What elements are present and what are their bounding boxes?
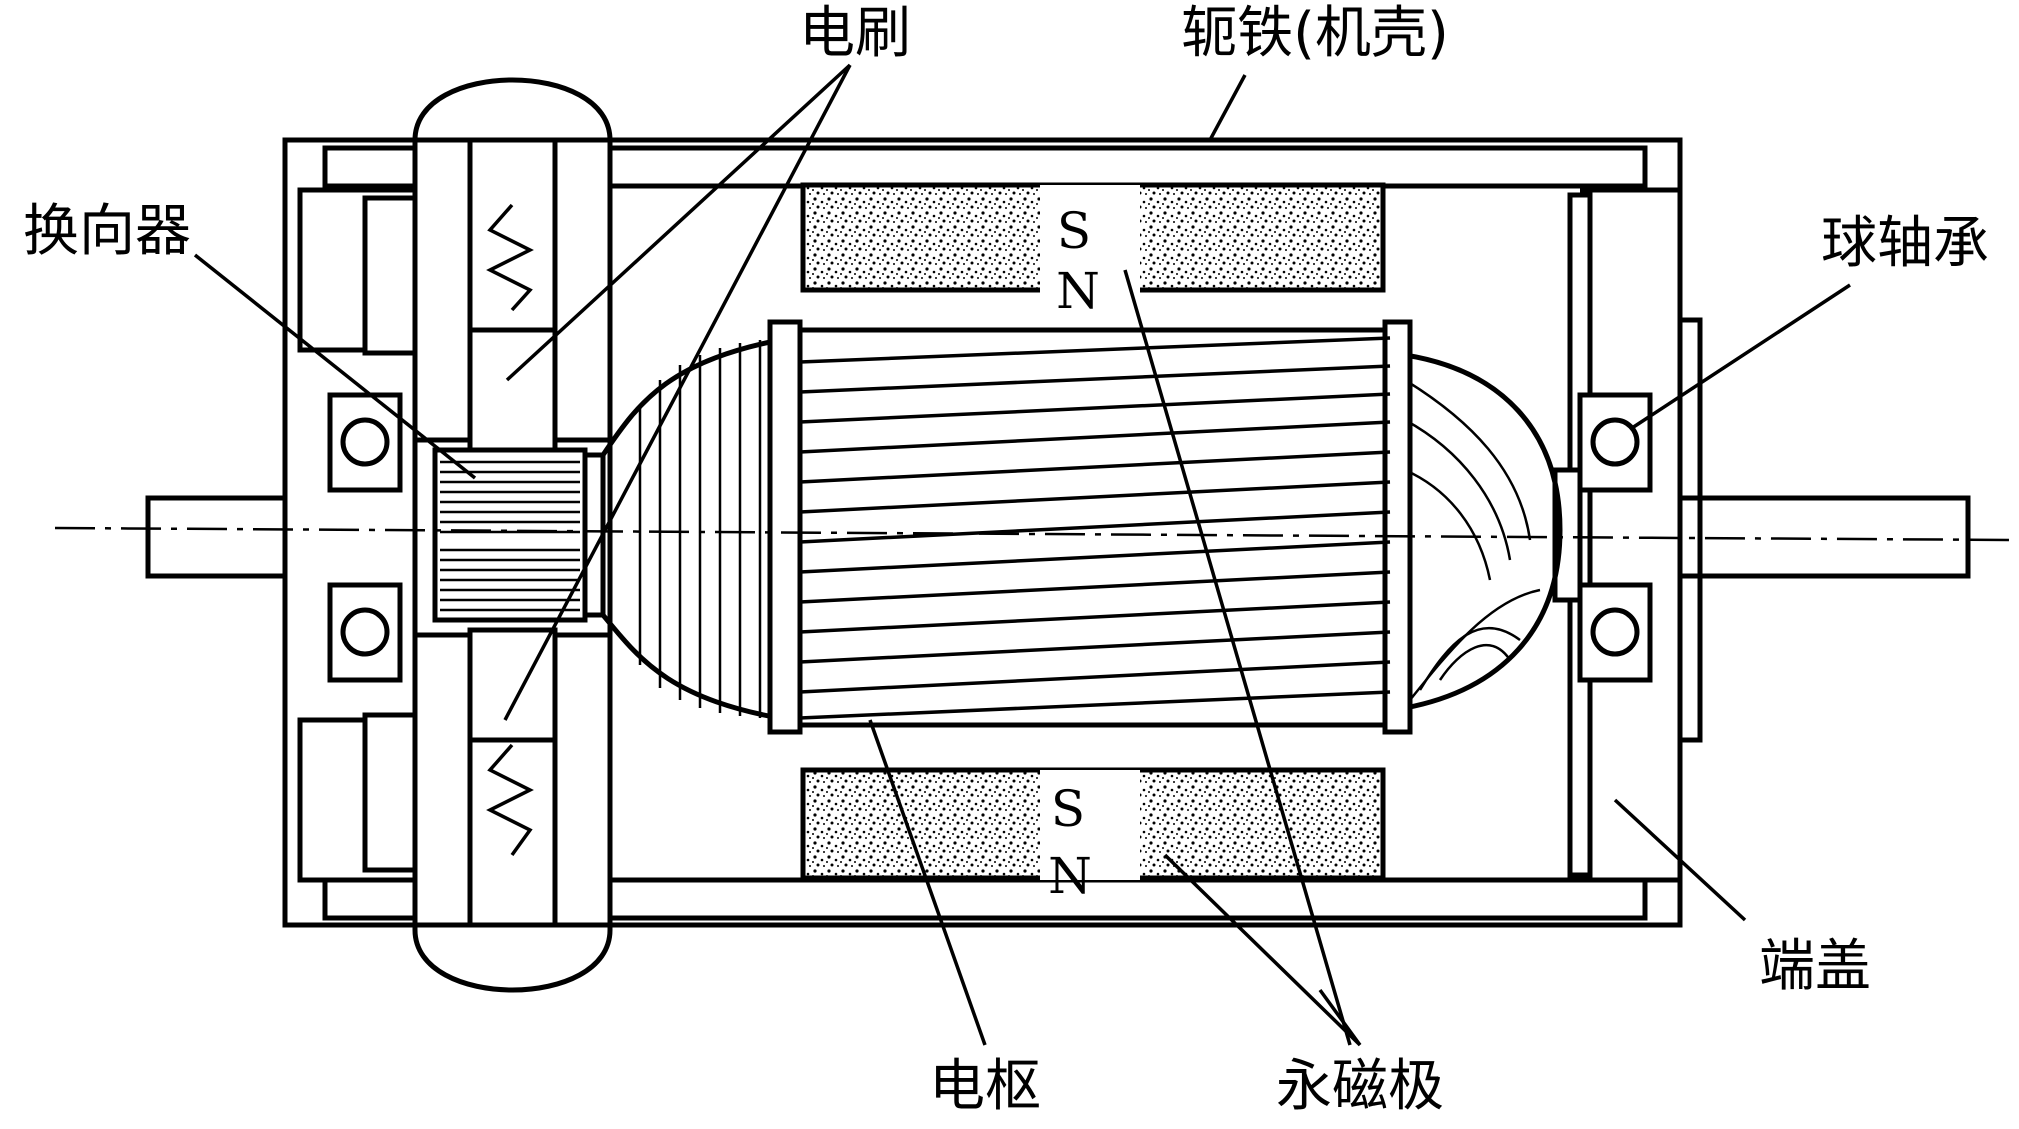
pole-bottom-s: S (1051, 780, 1085, 838)
label-brush: 电刷 (799, 1, 911, 66)
brush-holder (412, 77, 613, 993)
label-permanent-pole: 永磁极 (1276, 1054, 1444, 1119)
commutator (432, 447, 606, 623)
pole-top-n: N (1056, 262, 1100, 320)
pole-bottom-n: N (1048, 847, 1092, 905)
label-commutator: 换向器 (23, 199, 191, 264)
spring-top (486, 203, 534, 312)
armature-slots (799, 336, 1391, 720)
pole-top-s: S (1057, 202, 1091, 260)
ball-bearings (327, 392, 1653, 683)
armature-end-winding-right (1402, 352, 1563, 712)
label-armature: 电枢 (929, 1054, 1041, 1119)
permanent-magnet-top (800, 182, 1386, 295)
armature (767, 319, 1413, 735)
leader-lines (193, 63, 1851, 1047)
label-end-cap: 端盖 (1759, 934, 1871, 999)
label-yoke: 轭铁(机壳) (1181, 1, 1449, 66)
label-ball-bearing: 球轴承 (1821, 211, 1989, 276)
spring-bottom (486, 743, 534, 857)
